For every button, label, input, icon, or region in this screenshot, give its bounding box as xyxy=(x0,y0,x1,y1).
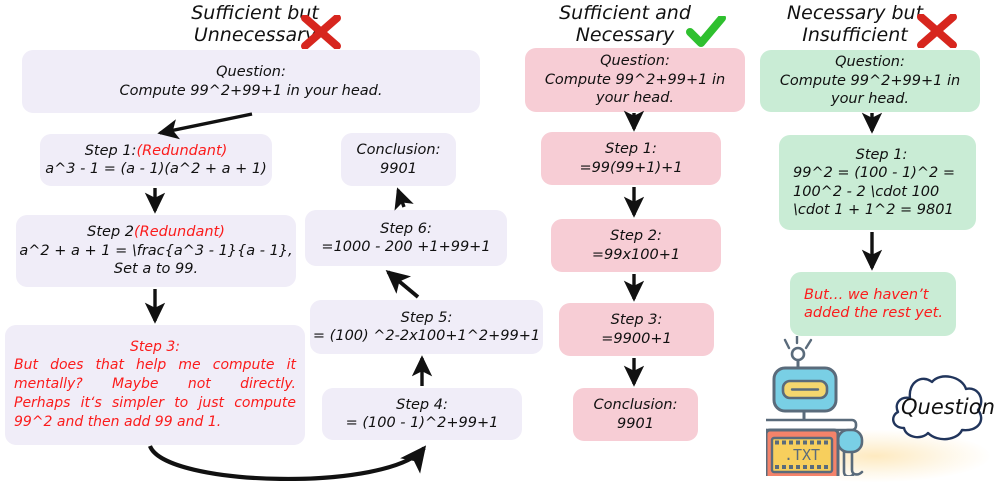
node-line-1: But… we haven’t xyxy=(804,286,929,303)
node-step-3[interactable]: Step 3: But does that help me compute it… xyxy=(5,325,305,445)
green-check-icon xyxy=(686,16,726,48)
node-line-4: \cdot 1 + 1^2 = 9801 xyxy=(793,202,954,218)
redundant-tag: (Redundant) xyxy=(134,224,225,241)
node-body: But does that help me compute it mentall… xyxy=(5,356,305,432)
node-line-1: Step 2(Redundant) xyxy=(87,224,225,241)
node-line-2: =9900+1 xyxy=(601,330,672,347)
header-line-1: Sufficient but xyxy=(191,2,319,24)
node-line-1: Step 5: xyxy=(400,309,453,326)
node-step-5[interactable]: Step 5: = (100) ^2-2x100+1^2+99+1 xyxy=(310,300,543,354)
node-line-1: Question: xyxy=(600,53,670,70)
node-line-1: Step 2: xyxy=(610,228,662,244)
header-line-2: Unnecessary xyxy=(193,24,317,46)
header-line-2: Necessary xyxy=(575,24,675,46)
node-line-2: Compute 99^2+99+1 in xyxy=(544,71,726,88)
node-step-2[interactable]: Step 2(Redundant) a^2 + a + 1 = \frac{a^… xyxy=(16,215,296,287)
node-step-2[interactable]: Step 2: =99x100+1 xyxy=(551,219,721,272)
node-step-1[interactable]: Step 1: 99^2 = (100 - 1)^2 = 100^2 - 2 \… xyxy=(779,135,976,230)
node-line-2: =1000 - 200 +1+99+1 xyxy=(321,239,491,255)
node-line-2: added the rest yet. xyxy=(804,305,943,321)
node-step-6[interactable]: Step 6: =1000 - 200 +1+99+1 xyxy=(305,210,507,266)
robot-icon: .TXT xyxy=(766,336,864,476)
node-line-2: =99(99+1)+1 xyxy=(579,159,683,176)
red-cross-icon xyxy=(300,15,342,49)
node-body-line-2: mentally? Maybe not directly. xyxy=(14,376,296,393)
header-line-1: Sufficient and xyxy=(559,2,691,24)
column-header-necessary-but-insufficient: Necessary but Insufficient xyxy=(760,2,950,46)
red-cross-icon xyxy=(916,14,958,48)
node-line-1: Step 1:(Redundant) xyxy=(84,142,228,159)
node-remark[interactable]: But… we haven’t added the rest yet. xyxy=(790,272,956,336)
node-line-3: your head. xyxy=(830,91,910,108)
node-step-4[interactable]: Step 4: = (100 - 1)^2+99+1 xyxy=(322,388,522,440)
node-body-line-3: Perhaps it‘s simpler to just compute xyxy=(14,395,296,412)
node-line-1: Question: xyxy=(216,64,286,80)
node-line-2: 99^2 = (100 - 1)^2 = xyxy=(793,165,955,181)
header-line-2: Insufficient xyxy=(802,24,908,46)
arrow-step-5-to-step-6 xyxy=(385,270,420,299)
node-question[interactable]: Question: Compute 99^2+99+1 in your head… xyxy=(22,50,480,113)
node-conclusion[interactable]: Conclusion: 9901 xyxy=(573,388,698,441)
header-line-1: Necessary but xyxy=(786,2,924,24)
arrow-step-6-to-conclusion xyxy=(394,187,414,211)
node-line-1: Step 1: xyxy=(855,146,908,163)
node-line-2: 9901 xyxy=(617,415,654,432)
arrow-step-3-to-step-4 xyxy=(148,444,427,481)
node-line-3: your head. xyxy=(595,90,675,107)
node-conclusion[interactable]: Conclusion: 9901 xyxy=(341,133,456,186)
node-line-1: Question: xyxy=(835,54,905,71)
node-line-2: =99x100+1 xyxy=(591,246,681,263)
node-line-1: Step 4: xyxy=(396,396,448,413)
node-line-2: a^3 - 1 = (a - 1)(a^2 + a + 1) xyxy=(45,161,267,177)
node-heading: Step 3: xyxy=(130,338,180,355)
arrow-question-to-step-1 xyxy=(157,112,253,140)
node-line-3: 100^2 - 2 \cdot 100 xyxy=(793,183,940,200)
node-step-3[interactable]: Step 3: =9900+1 xyxy=(559,303,714,356)
robot-screen-label: .TXT xyxy=(784,446,820,464)
node-line-1: Step 1: xyxy=(605,141,657,157)
node-line-2: = (100) ^2-2x100+1^2+99+1 xyxy=(312,328,541,344)
node-question[interactable]: Question: Compute 99^2+99+1 in your head… xyxy=(525,48,745,112)
node-line-1: Conclusion: xyxy=(593,397,678,413)
thought-bubble-label: Question xyxy=(901,395,995,419)
node-line-1: Step 3: xyxy=(610,312,663,328)
node-body-line-4: 99^2 and then add 99 and 1. xyxy=(14,414,222,431)
node-step-1[interactable]: Step 1:(Redundant) a^3 - 1 = (a - 1)(a^2… xyxy=(40,134,272,186)
thought-bubble-icon xyxy=(892,375,983,441)
node-line-2: Compute 99^2+99+1 in xyxy=(779,72,961,89)
node-body-line-1: But does that help me compute it xyxy=(14,357,296,374)
column-header-sufficient-but-unnecessary: Sufficient but Unnecessary xyxy=(150,2,360,46)
node-line-1: Conclusion: xyxy=(356,142,441,158)
column-header-sufficient-and-necessary: Sufficient and Necessary xyxy=(530,2,720,46)
node-line-2: a^2 + a + 1 = \frac{a^3 - 1}{a - 1}, xyxy=(19,242,293,259)
node-line-2: = (100 - 1)^2+99+1 xyxy=(345,415,499,431)
node-line-3: Set a to 99. xyxy=(113,261,199,278)
node-line-2: Compute 99^2+99+1 in your head. xyxy=(119,82,383,99)
node-line-2: 9901 xyxy=(380,160,417,177)
node-question[interactable]: Question: Compute 99^2+99+1 in your head… xyxy=(760,50,980,112)
node-line-1: Step 6: xyxy=(380,220,432,237)
node-step-1[interactable]: Step 1: =99(99+1)+1 xyxy=(541,132,721,185)
redundant-tag: (Redundant) xyxy=(136,142,228,159)
